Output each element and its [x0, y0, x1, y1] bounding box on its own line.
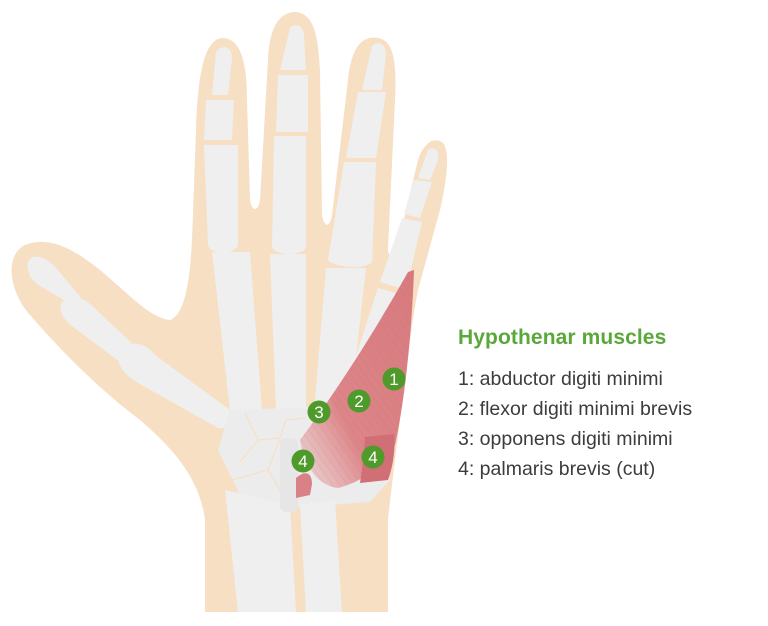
- legend-item-4: 4: palmaris brevis (cut): [458, 458, 656, 480]
- marker-2: 2: [347, 389, 371, 413]
- svg-text:3: 3: [314, 403, 323, 422]
- marker-4-left: 4: [291, 449, 315, 473]
- marker-4-right: 4: [361, 445, 385, 469]
- legend-item-3: 3: opponens digiti minimi: [458, 428, 673, 450]
- marker-1: 1: [382, 367, 406, 391]
- svg-text:4: 4: [298, 452, 307, 471]
- svg-text:1: 1: [389, 370, 398, 389]
- carpal-lines: [231, 412, 306, 499]
- legend-title: Hypothenar muscles: [458, 326, 667, 349]
- tendon: [280, 438, 298, 512]
- hypothenar-muscles: [296, 270, 414, 498]
- legend-item-2: 2: flexor digiti minimi brevis: [458, 398, 693, 420]
- svg-text:4: 4: [368, 448, 377, 467]
- legend: Hypothenar muscles 1: abductor digiti mi…: [458, 326, 692, 484]
- markers: 1 2 3 4 4: [291, 367, 406, 473]
- svg-text:2: 2: [354, 392, 363, 411]
- marker-3: 3: [307, 400, 331, 424]
- legend-item-1: 1: abductor digiti minimi: [458, 368, 663, 390]
